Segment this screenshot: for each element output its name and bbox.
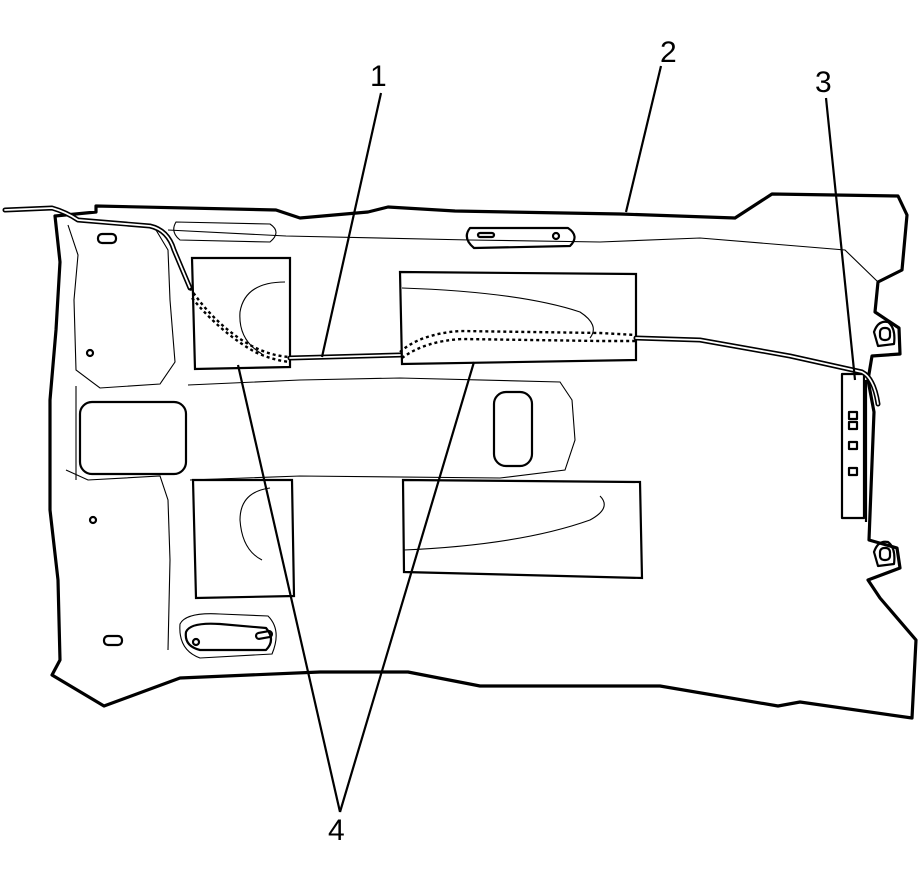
clip-slot [96,232,118,245]
strip-fastener [847,420,859,431]
grab-handle-recess [184,622,273,652]
clip-slot [102,634,124,647]
callout-2: 2 [660,36,677,69]
grab-handle-recess [179,613,277,659]
strip-fastener [847,410,859,421]
dome-lamp-opening [492,390,534,468]
right-tab [872,320,896,348]
callout-1: 1 [370,60,387,93]
absorber-pad-rear-right [401,478,644,580]
leader-line-4 [236,364,342,813]
wiring-harness-hidden [401,337,636,359]
callout-4: 4 [328,814,345,847]
right-tab [872,540,896,568]
right-tab-slot [878,546,892,562]
wiring-harness-hidden [399,329,637,353]
panel-hole [85,348,95,358]
front-opening [78,400,188,476]
strip-fastener [847,466,859,477]
absorber-pad-front-right [191,478,296,600]
grab-handle-recess [465,226,576,250]
leader-line-3 [824,97,857,381]
leader-line-4 [338,361,476,813]
panel-contour [167,229,879,283]
wiring-harness [635,337,879,405]
panel-contour [65,469,171,651]
panel-contour [187,377,576,481]
wiring-harness [4,207,191,289]
handle-hole [191,637,201,647]
leader-line-2 [624,65,663,213]
leader-line-1 [320,92,383,358]
absorber-pad-front-left [190,256,292,371]
right-tab-slot [878,326,892,342]
callout-3: 3 [815,66,832,99]
panel-contour [67,224,176,389]
grab-handle-recess [173,221,277,243]
panel-hole [88,515,98,525]
absorber-pad-rear-left [398,270,638,366]
handle-hole [551,231,561,241]
handle-slot [254,630,274,640]
strip-fastener [847,440,859,451]
wiring-harness [289,354,401,359]
handle-slot [476,231,496,239]
rear-header-strip [840,372,866,520]
